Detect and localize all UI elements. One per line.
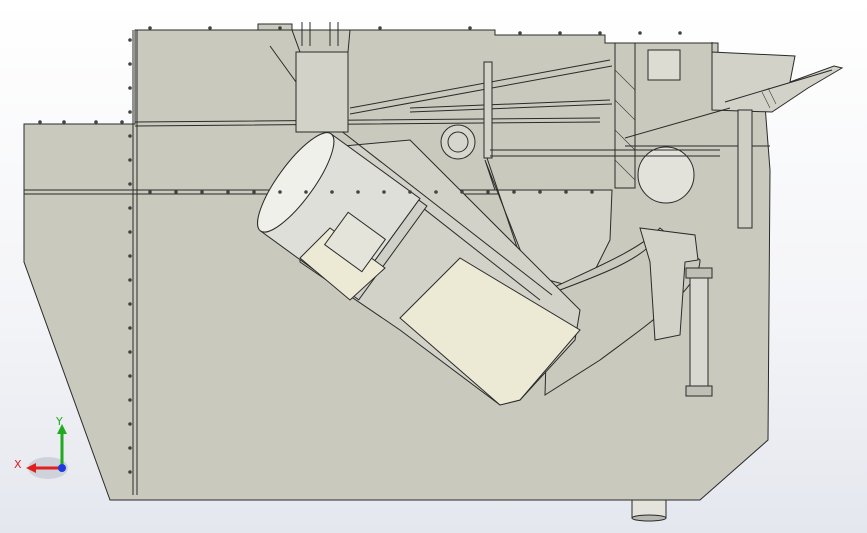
bolt (38, 120, 42, 124)
bolt (460, 190, 464, 194)
bolt (598, 31, 602, 35)
bolt (174, 190, 178, 194)
bolt (564, 190, 568, 194)
bolt (408, 190, 412, 194)
hopper-arm (269, 45, 297, 83)
bolt (382, 190, 386, 194)
bolt (518, 31, 522, 35)
inspection-port (440, 124, 476, 160)
bolt (128, 278, 132, 282)
pulley (637, 146, 695, 204)
bolt (304, 190, 308, 194)
bolt (538, 190, 542, 194)
inspection-port-inner (447, 131, 469, 153)
chute-rib (761, 87, 777, 109)
bolt (330, 190, 334, 194)
mount-bracket (639, 227, 699, 341)
outlet-rim (631, 514, 667, 522)
support-post (483, 61, 493, 159)
bolt (486, 190, 490, 194)
bolt (128, 422, 132, 426)
bolt (128, 350, 132, 354)
bolt (128, 254, 132, 258)
bolt (278, 190, 282, 194)
bolt (128, 230, 132, 234)
bolt (128, 134, 132, 138)
bolt (278, 26, 282, 30)
frame-cage (614, 42, 636, 189)
bolt (62, 120, 66, 124)
upper-brace (349, 59, 613, 115)
drive-rail (490, 149, 720, 157)
bolt (128, 470, 132, 474)
bolt (128, 62, 132, 66)
tube-edge-top-2 (339, 129, 553, 296)
bolt (120, 120, 124, 124)
z-axis-dot (58, 464, 66, 472)
chute-edge (724, 69, 833, 103)
bolt (434, 190, 438, 194)
lower-brace (409, 99, 613, 113)
y-axis-head (57, 424, 67, 434)
bolt (128, 374, 132, 378)
bolt (252, 190, 256, 194)
bolt (128, 446, 132, 450)
tension-strut (737, 109, 753, 229)
bolt (378, 26, 382, 30)
cylinder-cap-top (685, 267, 713, 279)
bolt (128, 302, 132, 306)
bolt (128, 38, 132, 42)
bolt (128, 206, 132, 210)
bolt (208, 26, 212, 30)
drive-block (647, 49, 681, 81)
vertical-seam (132, 30, 138, 495)
cylinder-cap-bottom (685, 385, 713, 397)
y-axis-label: Y (55, 415, 63, 428)
bolt (128, 398, 132, 402)
hydraulic-cylinder (689, 267, 709, 397)
tube-lower-block (399, 257, 581, 406)
hopper-bracket (258, 29, 351, 53)
bolt (356, 190, 360, 194)
bolt (148, 26, 152, 30)
bolt (200, 190, 204, 194)
bolt (128, 326, 132, 330)
bolt (128, 110, 132, 114)
bolt (128, 86, 132, 90)
terminal-box (323, 211, 387, 273)
cage-lattice (614, 69, 636, 181)
bolt (128, 182, 132, 186)
bolt (678, 31, 682, 35)
bolt (226, 190, 230, 194)
bolt-pattern (38, 26, 682, 474)
bolt (128, 158, 132, 162)
bolt (94, 120, 98, 124)
bolt (558, 31, 562, 35)
hopper-box (295, 51, 349, 133)
bolt (148, 190, 152, 194)
motor-foot-block (299, 227, 386, 301)
x-axis-head (26, 463, 36, 473)
bolt (638, 31, 642, 35)
x-axis-label: X (14, 458, 22, 471)
bolt (468, 26, 472, 30)
feed-chute (711, 42, 844, 113)
bolt (512, 190, 516, 194)
upper-rail (134, 117, 601, 127)
bolt (590, 190, 594, 194)
axis-triad: Y X (14, 415, 68, 479)
hopper-mounts (301, 22, 339, 46)
